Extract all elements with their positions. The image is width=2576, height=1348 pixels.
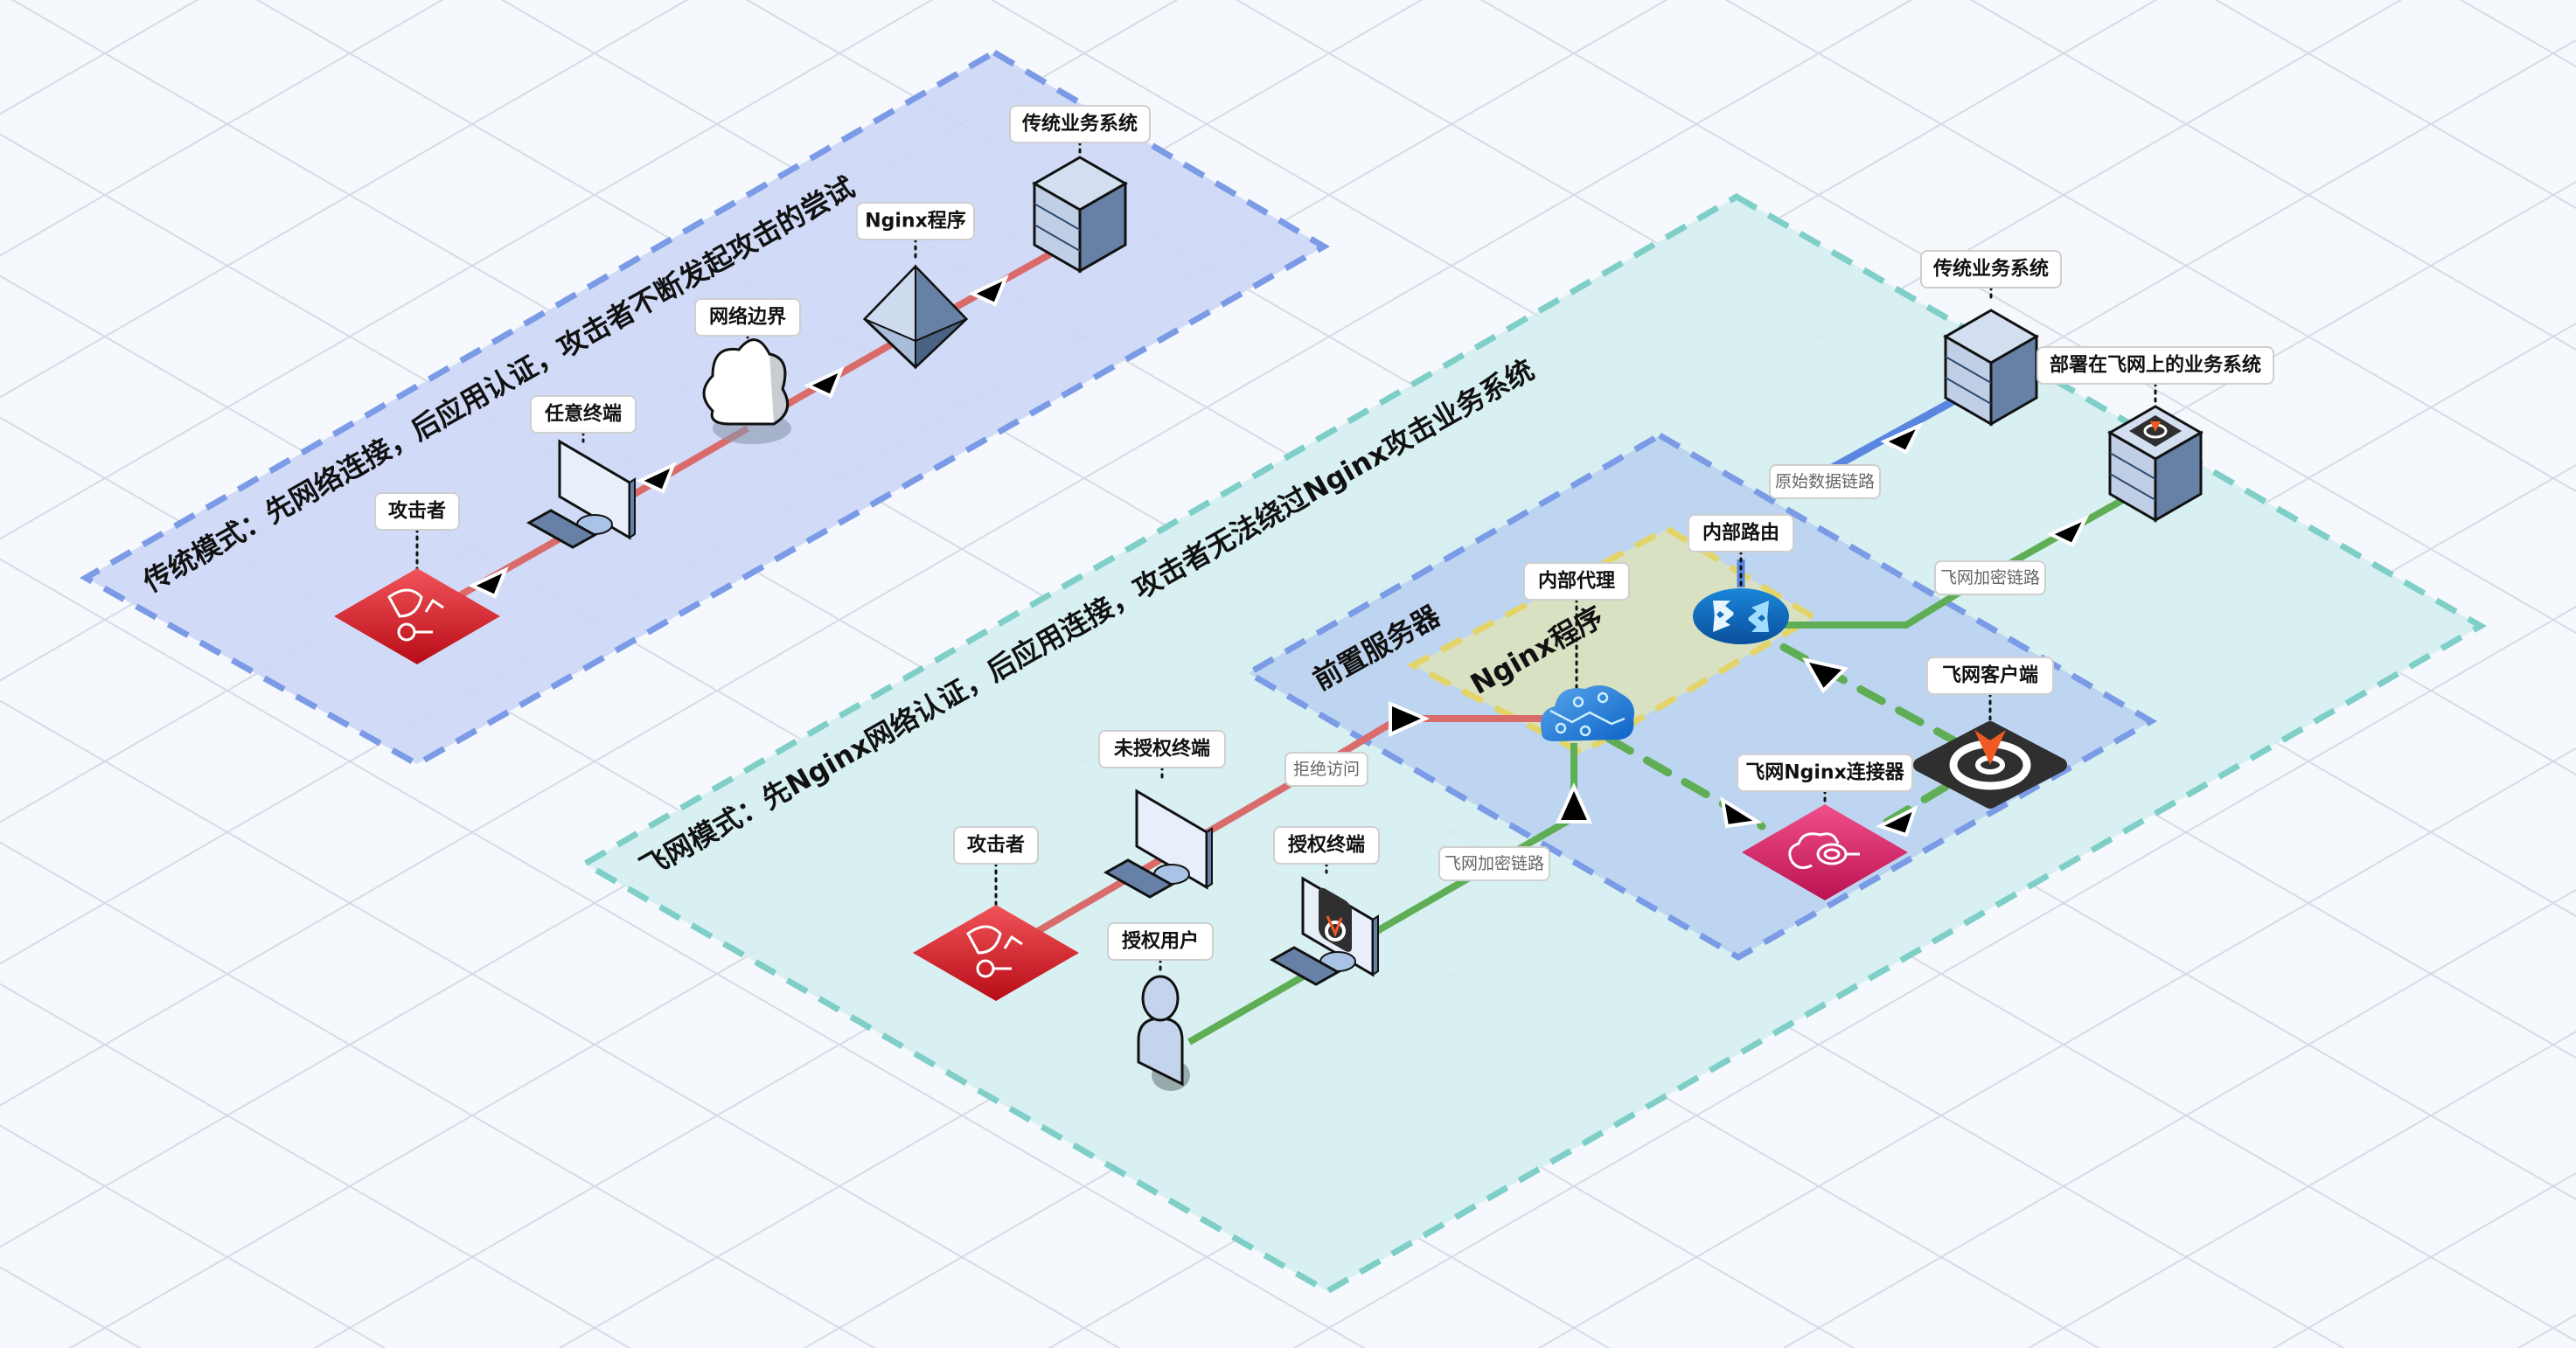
cloud-circuit-icon[interactable] — [1541, 685, 1634, 741]
svg-text:飞网加密链路: 飞网加密链路 — [1940, 568, 2040, 587]
label-internal-proxy: 内部代理 — [1523, 562, 1630, 601]
server-icon[interactable] — [1031, 156, 1129, 274]
svg-text:飞网加密链路: 飞网加密链路 — [1445, 854, 1544, 873]
arrow-7 — [1720, 796, 1763, 829]
label-nginx: Nginx程序 — [856, 202, 975, 240]
label-attacker: 攻击者 — [374, 492, 460, 531]
link-router-feiwang-system — [1784, 490, 2135, 629]
arrow-9 — [1875, 805, 1918, 837]
svg-text:授权用户: 授权用户 — [1122, 930, 1199, 953]
arrow-4 — [968, 274, 1009, 307]
label-auth-user: 授权用户 — [1107, 922, 1214, 961]
zone-front-server[interactable]: 前置服务器 — [1243, 431, 2158, 962]
edge-label-denied: 拒绝访问 — [1285, 752, 1368, 787]
edge-label-encrypted-1: 飞网加密链路 — [1438, 846, 1550, 881]
attacker-icon[interactable] — [334, 568, 500, 664]
svg-text:任意终端: 任意终端 — [544, 403, 622, 426]
svg-text:传统业务系统: 传统业务系统 — [1021, 113, 1138, 135]
svg-text:拒绝访问: 拒绝访问 — [1293, 760, 1360, 779]
edge-label-raw-data: 原始数据链路 — [1769, 464, 1881, 499]
connector-icon[interactable] — [1742, 804, 1908, 900]
label-attacker: 攻击者 — [953, 826, 1039, 865]
label-unauth-terminal: 未授权终端 — [1098, 730, 1226, 768]
label-legacy-system: 传统业务系统 — [1009, 105, 1151, 143]
svg-text:飞网客户端: 飞网客户端 — [1942, 664, 2038, 687]
feiwang-client-icon[interactable] — [1913, 721, 2067, 809]
svg-text:部署在飞网上的业务系统: 部署在飞网上的业务系统 — [2050, 354, 2261, 377]
router-icon[interactable] — [1693, 588, 1789, 644]
label-legacy-system: 传统业务系统 — [1920, 250, 2062, 288]
arrow-2 — [636, 462, 677, 494]
label-feiwang-client: 飞网客户端 — [1926, 657, 2054, 695]
octahedron-icon[interactable] — [862, 264, 969, 370]
user-icon[interactable] — [1137, 975, 1190, 1091]
cloud-icon[interactable] — [702, 338, 791, 444]
svg-text:内部代理: 内部代理 — [1538, 570, 1615, 593]
label-network-boundary: 网络边界 — [694, 298, 801, 337]
server-feiwang-icon[interactable] — [2106, 405, 2204, 523]
svg-text:攻击者: 攻击者 — [967, 834, 1025, 857]
label-feiwang-system: 部署在飞网上的业务系统 — [2036, 346, 2274, 385]
arrows — [468, 274, 2090, 837]
attacker-icon[interactable] — [913, 905, 1079, 1001]
computer-icon[interactable] — [1103, 789, 1213, 899]
svg-text:Nginx程序: Nginx程序 — [865, 210, 966, 233]
arrow-5 — [1389, 700, 1430, 738]
edge-label-encrypted-2: 飞网加密链路 — [1934, 560, 2046, 595]
svg-text:原始数据链路: 原始数据链路 — [1775, 472, 1875, 491]
svg-text:未授权终端: 未授权终端 — [1114, 738, 1210, 761]
svg-text:内部路由: 内部路由 — [1702, 522, 1779, 545]
label-any-terminal: 任意终端 — [530, 395, 637, 434]
svg-text:授权终端: 授权终端 — [1288, 834, 1365, 857]
server-icon[interactable] — [1942, 309, 2040, 427]
label-auth-terminal: 授权终端 — [1273, 826, 1380, 865]
computer-feiwang-icon[interactable] — [1269, 876, 1379, 986]
label-nginx-connector: 飞网Nginx连接器 — [1737, 754, 1913, 792]
arrow-11 — [2046, 514, 2090, 547]
svg-text:攻击者: 攻击者 — [388, 500, 446, 523]
arrow-8 — [1802, 657, 1848, 694]
arrow-1 — [468, 566, 509, 599]
svg-text:飞网Nginx连接器: 飞网Nginx连接器 — [1745, 761, 1905, 784]
arrow-3 — [804, 366, 845, 399]
computer-icon[interactable] — [526, 439, 636, 549]
arrow-10 — [1880, 421, 1924, 455]
svg-text:网络边界: 网络边界 — [709, 306, 786, 329]
svg-text:传统业务系统: 传统业务系统 — [1932, 258, 2049, 281]
arrow-6 — [1555, 782, 1593, 823]
label-internal-router: 内部路由 — [1688, 514, 1794, 552]
